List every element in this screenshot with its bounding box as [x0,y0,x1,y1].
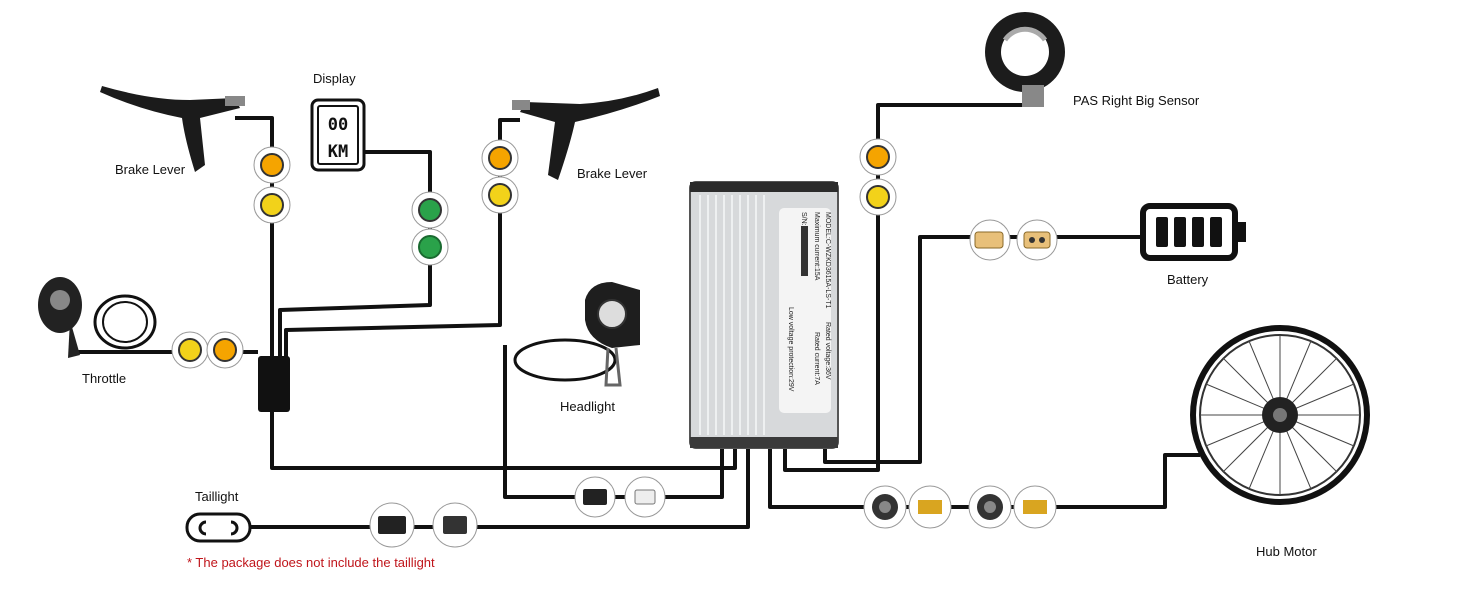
hub-motor-wheel [1190,325,1370,505]
connector-battery-xt60-controller [969,219,1011,261]
connector-motor-controller-male [908,485,952,529]
headlight [513,282,640,387]
connector-brake-left-female [253,146,291,184]
wire-display [278,150,432,358]
connector-taillight-male [432,502,478,548]
controller-sn: S/N: [800,212,807,226]
connector-motor-female [968,485,1012,529]
wire-taillight [250,446,750,529]
display-unit: 00 KM [310,98,366,172]
connectors [171,138,1058,548]
controller: MODEL:C-WZKD3615A-LS-T1 Rated voltage:36… [689,181,839,449]
controller-rated-current: Rated current:7A [813,332,820,385]
connector-display-male [411,191,449,229]
taillight [185,512,252,543]
brake-lever-left [100,86,245,172]
connector-headlight-male [624,476,666,518]
display-label: Display [313,71,356,86]
connector-taillight-female [369,502,415,548]
connector-throttle-male [171,331,209,369]
connector-battery-xt60-battery [1016,219,1058,261]
controller-barcode [801,226,808,276]
display-readout-digits: 00 [328,115,348,135]
taillight-note: * The package does not include the taill… [187,555,435,570]
controller-rated-voltage: Rated voltage:36V [824,322,831,380]
connector-display-female [411,228,449,266]
display-readout-unit: KM [328,142,348,162]
battery-label: Battery [1167,272,1209,287]
wire-brake-right [284,118,520,358]
headlight-label: Headlight [560,399,615,414]
wire-battery [823,235,1145,464]
controller-model: MODEL:C-WZKD3615A-LS-T1 [824,212,831,309]
connector-brake-right-female [481,139,519,177]
brake-lever-right-label: Brake Lever [577,166,648,181]
connector-motor-controller-female [863,485,907,529]
throttle-label: Throttle [82,371,126,386]
pas-sensor [985,12,1065,107]
connector-throttle-female [206,331,244,369]
connector-headlight-female [574,476,616,518]
wire-motor [768,446,1200,509]
throttle [38,277,157,358]
wire-brake-left [235,116,274,358]
connector-brake-right-male [481,176,519,214]
junction-box [258,356,290,412]
connector-pas-female [859,138,897,176]
brake-lever-left-label: Brake Lever [115,162,186,177]
controller-max-current: Maximum current:15A [813,212,820,281]
brake-lever-right [512,88,660,180]
wire-pas [783,103,1030,472]
taillight-label: Taillight [195,489,239,504]
connector-motor-male [1013,485,1057,529]
connector-brake-left-male [253,186,291,224]
hub-motor-label: Hub Motor [1256,544,1317,559]
battery-icon [1140,203,1246,261]
controller-low-voltage: Low voltage protection:29V [787,307,794,392]
pas-label: PAS Right Big Sensor [1073,93,1200,108]
connector-pas-male [859,178,897,216]
